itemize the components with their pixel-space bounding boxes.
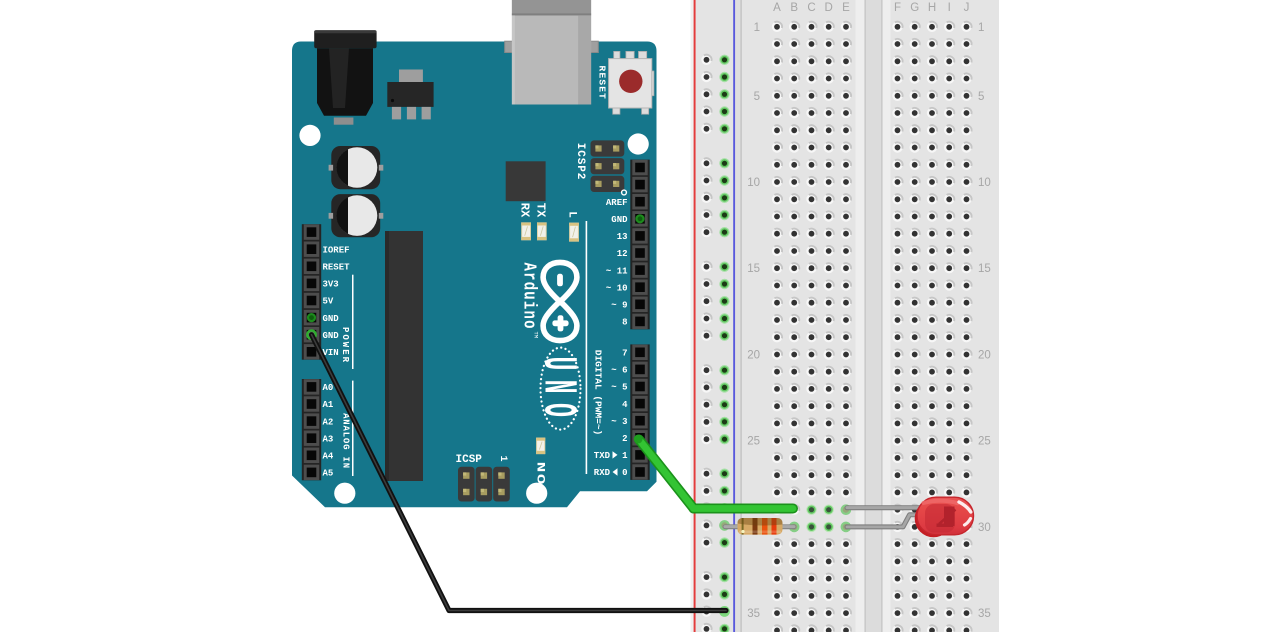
svg-text:10: 10 [978, 177, 991, 189]
svg-text:RESET: RESET [323, 263, 351, 273]
svg-text:2: 2 [622, 434, 627, 444]
svg-text:A5: A5 [323, 469, 334, 479]
svg-text:A: A [773, 2, 781, 14]
svg-text:10: 10 [747, 177, 760, 189]
svg-text:25: 25 [978, 436, 991, 448]
svg-text:F: F [894, 2, 901, 14]
svg-text:AREF: AREF [606, 198, 628, 208]
svg-text:TX: TX [533, 203, 547, 218]
svg-text:ICSP2: ICSP2 [574, 143, 586, 181]
svg-text:3V3: 3V3 [323, 280, 339, 290]
svg-text:ANALOG IN: ANALOG IN [340, 413, 350, 469]
svg-text:1: 1 [622, 451, 628, 461]
svg-text:TM: TM [533, 332, 540, 339]
svg-text:35: 35 [747, 608, 760, 620]
svg-text:5V: 5V [323, 297, 334, 307]
svg-text:H: H [928, 2, 936, 14]
svg-text:0: 0 [622, 468, 627, 478]
svg-text:15: 15 [747, 263, 760, 275]
svg-text:Arduino: Arduino [519, 263, 541, 330]
svg-text:ICSP: ICSP [456, 454, 483, 466]
svg-text:J: J [964, 2, 970, 14]
svg-text:12: 12 [617, 249, 628, 259]
svg-text:13: 13 [617, 232, 628, 242]
svg-text:A0: A0 [323, 383, 334, 393]
svg-text:4: 4 [622, 400, 628, 410]
svg-text:8: 8 [622, 318, 627, 328]
svg-text:A1: A1 [323, 400, 334, 410]
svg-text:TXD: TXD [594, 451, 611, 461]
svg-text:I: I [948, 2, 951, 14]
svg-text:1: 1 [497, 456, 508, 462]
svg-text:POWER: POWER [340, 327, 350, 364]
svg-text:~ 5: ~ 5 [611, 383, 627, 393]
svg-text:GND: GND [611, 215, 628, 225]
svg-text:~ 6: ~ 6 [611, 366, 627, 376]
svg-text:C: C [807, 2, 815, 14]
svg-text:~ 3: ~ 3 [611, 417, 627, 427]
svg-text:IOREF: IOREF [323, 245, 350, 255]
svg-text:DIGITAL (PWM=~): DIGITAL (PWM=~) [593, 350, 604, 436]
svg-text:25: 25 [747, 436, 760, 448]
svg-text:ON: ON [537, 460, 549, 484]
svg-text:A2: A2 [323, 417, 334, 427]
svg-text:7: 7 [622, 349, 627, 359]
svg-text:UNO: UNO [530, 357, 583, 427]
svg-text:A3: A3 [323, 434, 334, 444]
svg-text:1: 1 [754, 22, 760, 34]
svg-text:35: 35 [978, 608, 991, 620]
svg-text:RX: RX [518, 203, 532, 218]
svg-text:20: 20 [978, 350, 991, 362]
svg-text:1: 1 [978, 22, 984, 34]
svg-text:E: E [842, 2, 850, 14]
svg-text:L: L [566, 211, 578, 218]
svg-text:5: 5 [978, 91, 984, 103]
svg-text:20: 20 [747, 350, 760, 362]
svg-text:G: G [910, 2, 919, 14]
svg-text:A4: A4 [323, 452, 334, 462]
svg-text:30: 30 [978, 522, 991, 534]
svg-text:15: 15 [978, 263, 991, 275]
svg-text:~ 9: ~ 9 [611, 301, 627, 311]
svg-text:VIN: VIN [323, 348, 339, 358]
svg-text:GND: GND [323, 314, 340, 324]
svg-text:5: 5 [754, 91, 760, 103]
svg-text:RESET: RESET [597, 66, 608, 101]
svg-text:B: B [790, 2, 798, 14]
svg-text:~ 10: ~ 10 [606, 283, 628, 293]
svg-text:~ 11: ~ 11 [606, 266, 628, 276]
svg-text:GND: GND [323, 331, 340, 341]
svg-text:D: D [825, 2, 833, 14]
svg-text:RXD: RXD [594, 468, 611, 478]
